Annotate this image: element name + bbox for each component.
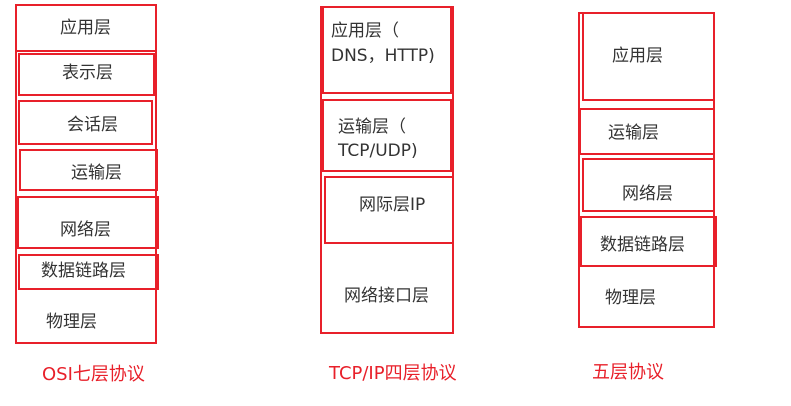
osi-layer-physical-label: 物理层 — [46, 312, 97, 332]
five-layer-network-label: 网络层 — [622, 184, 673, 204]
osi-caption: OSI七层协议 — [42, 364, 145, 385]
osi-layer-presentation — [18, 53, 155, 96]
osi-layer-data-link-label: 数据链路层 — [41, 261, 126, 281]
tcpip-layer-link-label: 网络接口层 — [344, 286, 429, 306]
five-layer-transport-label: 运输层 — [608, 123, 659, 143]
tcpip-layer-internet — [324, 176, 454, 244]
five-layer-physical-label: 物理层 — [605, 288, 656, 308]
tcpip-layer-application-line1: 应用层（ — [331, 21, 399, 41]
osi-layer-network-label: 网络层 — [60, 220, 111, 240]
osi-layer-application — [15, 4, 157, 52]
tcpip-layer-transport — [322, 99, 452, 172]
tcpip-layer-transport-line2: TCP/UDP) — [338, 141, 418, 161]
osi-layer-application-label: 应用层 — [60, 18, 111, 38]
five-layer-network — [582, 158, 715, 212]
five-layer-data-link-label: 数据链路层 — [600, 235, 685, 255]
tcpip-layer-application-line2: DNS，HTTP) — [331, 46, 435, 66]
five-layer-data-link — [580, 216, 717, 267]
tcpip-caption: TCP/IP四层协议 — [329, 363, 457, 384]
tcpip-layer-internet-label: 网际层IP — [359, 195, 426, 215]
five-layer-application — [582, 12, 715, 101]
osi-layer-session — [18, 100, 153, 145]
osi-layer-network — [17, 196, 159, 249]
osi-layer-session-label: 会话层 — [67, 115, 118, 135]
tcpip-layer-application — [322, 6, 452, 94]
five-layer-application-label: 应用层 — [612, 46, 663, 66]
osi-layer-transport-label: 运输层 — [71, 163, 122, 183]
osi-layer-transport — [19, 149, 158, 191]
osi-layer-data-link — [18, 254, 159, 290]
five-layer-transport — [579, 108, 715, 155]
five-layer-caption: 五层协议 — [592, 362, 664, 383]
osi-layer-presentation-label: 表示层 — [62, 63, 113, 83]
tcpip-layer-transport-line1: 运输层（ — [338, 117, 406, 137]
